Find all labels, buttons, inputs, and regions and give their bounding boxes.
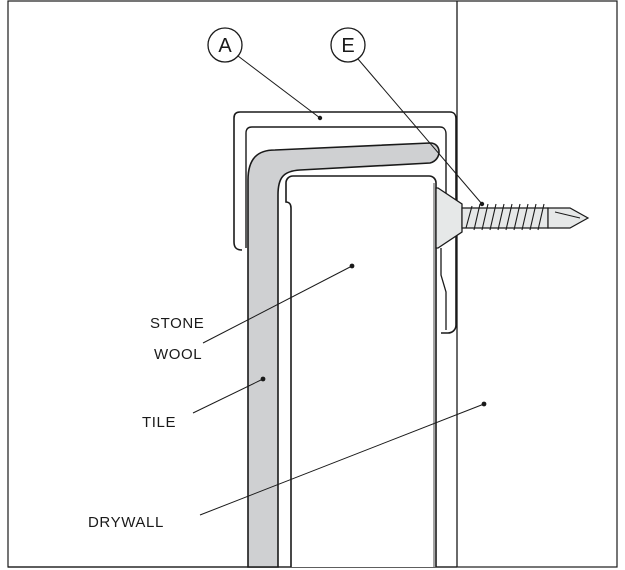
callout-a-leader xyxy=(237,55,321,119)
cap-profile-outer xyxy=(233,111,457,334)
screw-threads xyxy=(465,203,545,231)
stone-wool-block xyxy=(285,175,437,567)
label-tile-text: TILE xyxy=(142,414,176,431)
label-stone-wool-line2: WOOL xyxy=(154,346,202,363)
label-stone-wool: STONE WOOL xyxy=(150,263,355,363)
label-tile-leader xyxy=(192,378,264,414)
callout-a: A xyxy=(207,27,323,121)
callout-a-dot xyxy=(317,115,323,121)
label-drywall-leader xyxy=(199,403,485,516)
label-stone-wool-leader xyxy=(202,265,353,344)
callout-a-circle xyxy=(207,27,243,63)
cap-leg xyxy=(440,248,447,330)
label-drywall-text: DRYWALL xyxy=(88,514,164,531)
label-tile: TILE xyxy=(142,376,266,431)
screw-head xyxy=(435,187,463,249)
label-drywall: DRYWALL xyxy=(88,401,487,531)
callout-a-letter: A xyxy=(218,35,232,57)
screw-tip-flute xyxy=(554,211,581,219)
callout-e-leader xyxy=(357,58,483,205)
callout-e: E xyxy=(330,27,485,207)
cap-profile-inner xyxy=(245,126,447,248)
label-tile-dot xyxy=(260,376,266,382)
label-stone-wool-dot xyxy=(349,263,355,269)
label-stone-wool-line1: STONE xyxy=(150,315,204,332)
callout-e-dot xyxy=(479,201,485,207)
screw xyxy=(435,187,590,249)
label-drywall-dot xyxy=(481,401,487,407)
callout-e-circle xyxy=(330,27,366,63)
callout-e-letter: E xyxy=(341,35,354,57)
